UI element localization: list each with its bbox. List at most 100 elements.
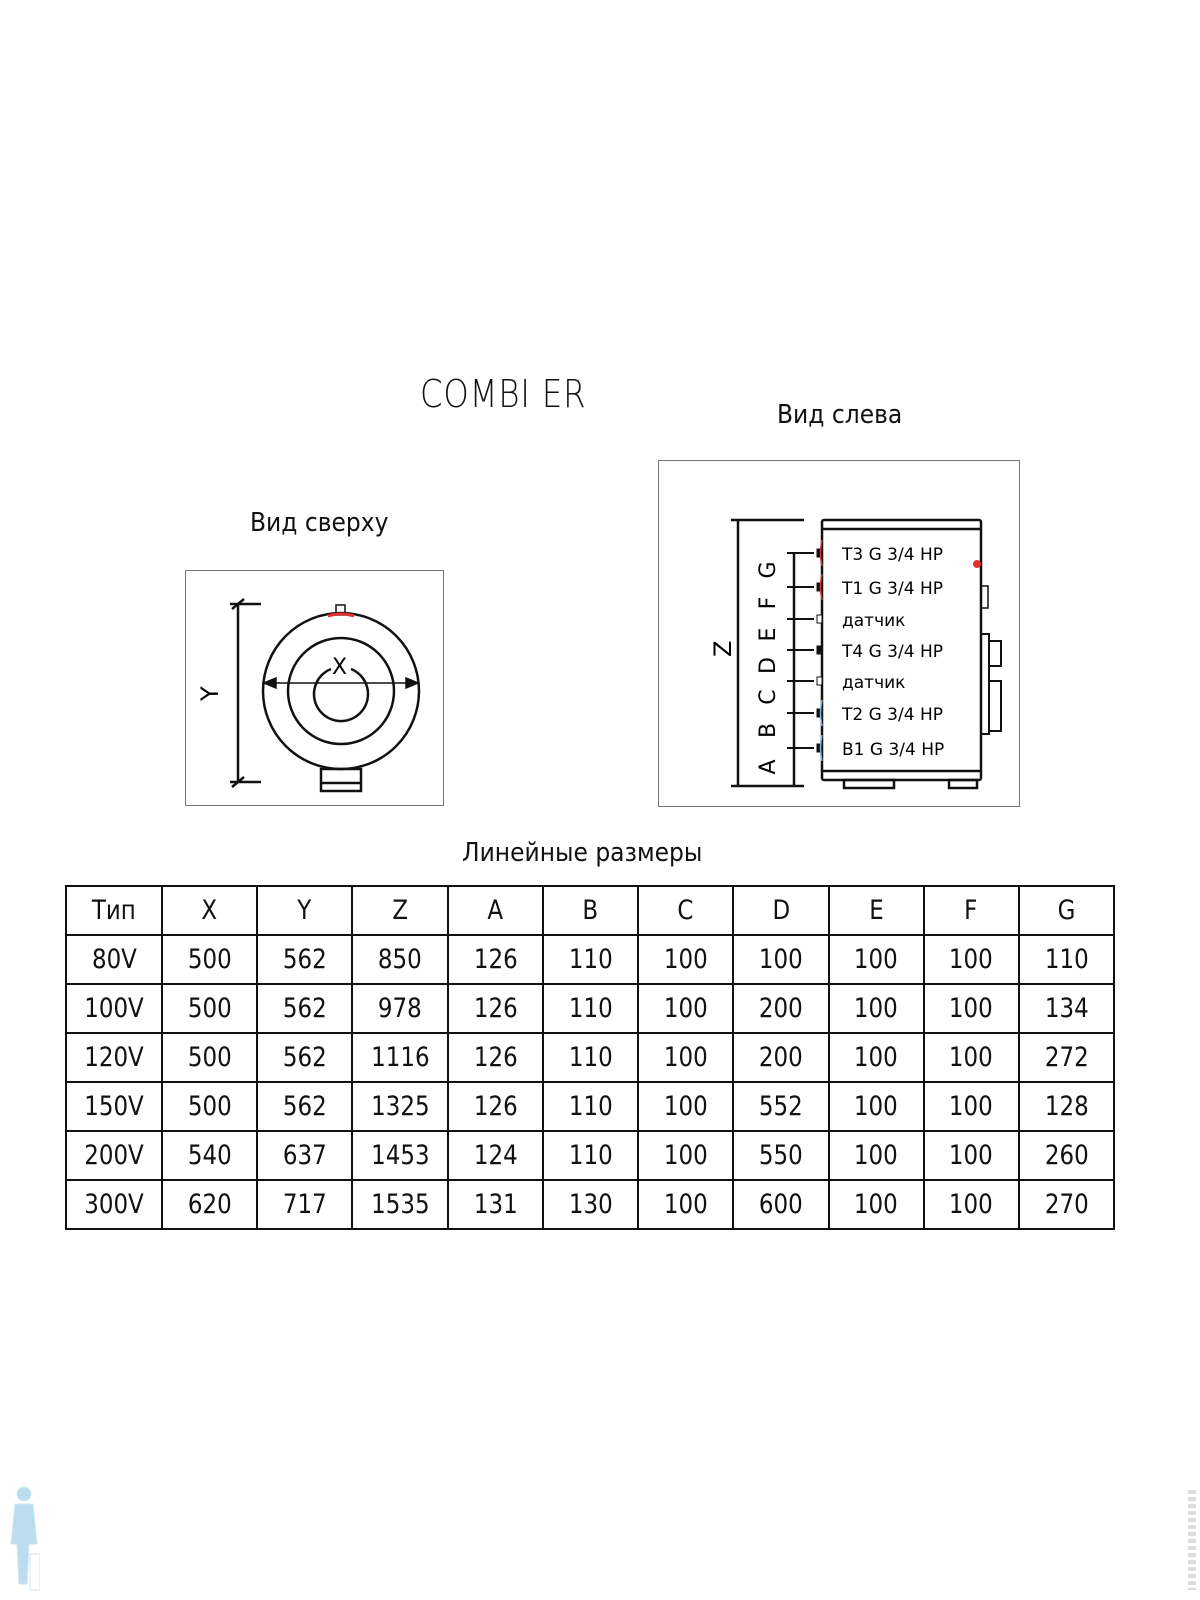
cell-value: 100: [663, 993, 708, 1024]
table-cell: 100: [922, 934, 1020, 985]
table-cell: 100: [922, 1179, 1020, 1230]
table-cell: 100: [922, 1032, 1020, 1083]
connection-label: датчик: [842, 673, 905, 693]
table-cell: 126: [447, 983, 545, 1034]
table-cell: 270: [1017, 1179, 1116, 1230]
cell-value: 126: [473, 944, 518, 975]
table-cell: 100: [637, 983, 735, 1034]
table-cell: 100: [732, 934, 830, 985]
header-text: C: [677, 895, 694, 926]
table-cell: 150V: [65, 1081, 163, 1132]
connection-label: T4 G 3/4 HP: [841, 642, 943, 662]
header-text: Y: [297, 895, 312, 926]
table-cell: 100: [827, 1032, 925, 1083]
table-cell: 600: [732, 1179, 830, 1230]
table-cell: 562: [256, 983, 354, 1034]
cell-value: 500: [187, 1042, 232, 1073]
table-cell: 272: [1017, 1032, 1116, 1083]
dimension-letter-g: G: [756, 561, 781, 578]
cell-value: 120V: [84, 1042, 144, 1073]
inner-arc: [312, 667, 370, 723]
column-header: Тип: [65, 885, 163, 936]
table-cell: 500: [160, 983, 259, 1034]
pipe-connection-icon: [816, 645, 822, 655]
cell-value: 550: [759, 1140, 803, 1171]
table-cell: 126: [447, 1081, 545, 1132]
table-cell: 126: [447, 1032, 545, 1083]
middle-circle: [286, 636, 396, 746]
cell-value: 110: [568, 1140, 613, 1171]
cell-value: 100: [759, 944, 803, 975]
cell-value: 110: [568, 944, 613, 975]
cell-value: 1116: [370, 1042, 430, 1073]
table-cell: 540: [160, 1130, 259, 1181]
column-header: B: [542, 885, 640, 936]
table-cell: 100: [922, 1081, 1020, 1132]
header-text: Z: [392, 895, 408, 926]
table-cell: 100: [637, 1081, 735, 1132]
cell-value: 100: [663, 1140, 708, 1171]
plumber-watermark-icon: [10, 1486, 40, 1591]
hot-indicator: [973, 560, 981, 568]
table-cell: 131: [447, 1179, 545, 1230]
cell-value: 272: [1044, 1042, 1089, 1073]
cell-value: 260: [1044, 1140, 1089, 1171]
cell-value: 100: [949, 1189, 994, 1220]
table-cell: 260: [1017, 1130, 1116, 1181]
outer-shell: [261, 611, 421, 771]
table-cell: 100: [827, 983, 925, 1034]
table-cell: 110: [542, 983, 640, 1034]
cell-value: 100: [854, 1042, 898, 1073]
table-cell: 126: [447, 934, 545, 985]
table-cell: 100: [827, 1130, 925, 1181]
cell-value: 126: [473, 1042, 518, 1073]
cell-value: 110: [568, 1091, 613, 1122]
table-cell: 100: [827, 934, 925, 985]
sensor-port-icon: [816, 676, 823, 686]
column-header: F: [922, 885, 1020, 936]
sensor-port-icon: [816, 614, 823, 624]
cell-value: 500: [187, 993, 232, 1024]
cell-value: 100: [949, 944, 994, 975]
dimension-letter-b: B: [756, 723, 781, 738]
cell-value: 100V: [84, 993, 144, 1024]
table-cell: 110: [542, 1081, 640, 1132]
cell-value: 1325: [370, 1091, 430, 1122]
table-cell: 130: [542, 1179, 640, 1230]
cell-value: 637: [282, 1140, 327, 1171]
cell-value: 110: [568, 993, 613, 1024]
cell-value: 100: [949, 1091, 994, 1122]
table-cell: 100: [827, 1179, 925, 1230]
dimension-letter-c: C: [756, 689, 781, 704]
cell-value: 200: [759, 993, 803, 1024]
table-cell: 100: [637, 1179, 735, 1230]
cell-value: 540: [187, 1140, 232, 1171]
header-text: Тип: [91, 895, 136, 926]
connection-label: T3 G 3/4 HP: [841, 545, 943, 565]
cell-value: 100: [949, 993, 994, 1024]
table-caption: Линейные размеры: [462, 838, 703, 868]
header-text: E: [868, 895, 884, 926]
table-cell: 200: [732, 1032, 830, 1083]
cell-value: 110: [1044, 944, 1089, 975]
connection-label: T1 G 3/4 HP: [841, 579, 943, 599]
table-cell: 550: [732, 1130, 830, 1181]
table-cell: 562: [256, 1032, 354, 1083]
table-cell: 100: [922, 1130, 1020, 1181]
cell-value: 100: [949, 1140, 994, 1171]
cell-value: 100: [663, 1189, 708, 1220]
cell-value: 500: [187, 1091, 232, 1122]
column-header: X: [160, 885, 259, 936]
top-connector-hot: [327, 612, 355, 618]
top-view-drawing: X Y: [185, 570, 444, 806]
cell-value: 100: [854, 993, 898, 1024]
table-cell: 100V: [65, 983, 163, 1034]
table-cell: 1325: [351, 1081, 450, 1132]
cell-value: 562: [282, 1091, 327, 1122]
table-cell: 100: [922, 983, 1020, 1034]
column-header: A: [447, 885, 545, 936]
cell-value: 150V: [84, 1091, 144, 1122]
cell-value: 300V: [84, 1189, 144, 1220]
